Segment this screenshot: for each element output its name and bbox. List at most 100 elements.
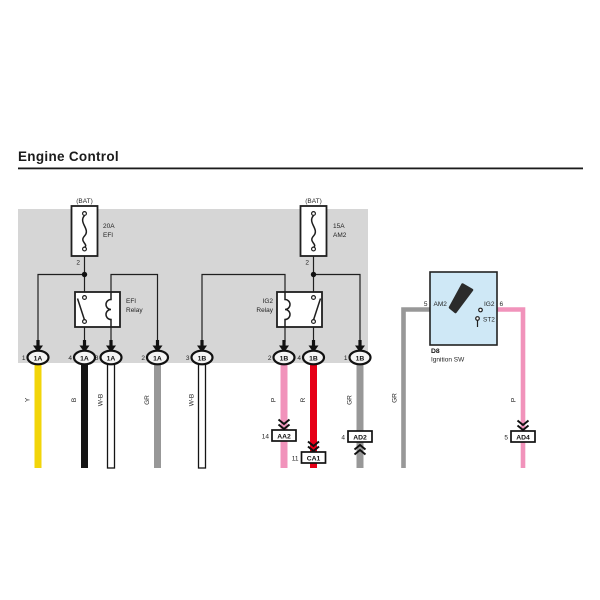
chevron-down-icon [307,440,320,448]
ignition-key-icon [448,283,474,314]
connector-pin: 4 [68,355,72,362]
inline-connector-pin: 5 [504,435,508,442]
relay-ig2-switch-top-contact [311,295,317,301]
relay-efi-name: EFI [126,298,136,305]
relay-ig2-switch-bottom-contact [311,319,317,325]
wire-gr-1 [154,364,161,468]
inline-connector-code: CA1 [307,456,321,463]
fuse-efi: (BAT) 20A EFI 2 [70,198,115,267]
inline-connector-aa2: AA2 14 [262,418,297,442]
ignition-wires [401,307,526,468]
connector-pin: 4 [297,355,301,362]
fuse-am2-top-contact [311,211,317,217]
connector-oval [72,349,97,366]
relay-efi-box [74,291,121,328]
wire-b [81,364,88,468]
fuse-efi-terminal: 2 [76,260,80,267]
arrow-down-icon [279,345,289,353]
ignition-st2-label: ST2 [483,317,495,324]
ignition-ig2-label: IG2 [484,301,495,308]
connector-oval [272,349,296,366]
relay-ig2-switch-blade [312,298,322,321]
wire-label-p1: P [271,398,278,402]
fuse-efi-bottom-contact [81,246,87,252]
fuse-efi-top-contact [81,211,87,217]
relay-ig2-name: IG2 [263,298,274,305]
connector-code: 1B [280,355,289,362]
connector-code: 1B [309,355,318,362]
wire-label-wb1: W-B [98,394,105,407]
wire-gr-ignition [401,307,431,468]
wire-labels: Y B W-B GR W-B P R GR GR P [25,393,518,406]
chevron-down-icon [307,445,320,453]
fuse-am2-location-label: (BAT) [305,198,322,205]
inline-connector-box [347,430,373,443]
relay-connector-row: 1A 1 1A 4 1A 3 1A 2 [22,340,372,366]
chevron-down-icon [516,419,530,427]
fuse-am2-rating: 15A [333,223,345,230]
chevron-down-icon [516,424,530,432]
inline-connector-box [300,451,327,464]
connector-pin: 1 [22,355,26,362]
arrow-down-icon [106,345,116,353]
relay-efi-name2: Relay [126,307,143,314]
connector-1b-pin3: 1B 3 [186,340,214,366]
connector-code: 1A [80,355,89,362]
ignition-pin6: 6 [500,301,504,308]
relay-ig2-name2: Relay [256,307,273,314]
connector-code: 1B [356,355,365,362]
connector-pin: 1 [344,355,348,362]
connector-code: 1A [153,355,162,362]
wire-wb-2 [197,363,207,469]
wire-label-gr-ign: GR [392,393,399,403]
fuse-am2-element-icon [310,215,317,249]
inline-connector-box [271,429,297,442]
arrow-down-icon [33,345,43,353]
arrow-down-icon [197,345,207,353]
title-underline [18,167,583,170]
fuse-efi-location-label: (BAT) [76,198,93,205]
inline-connector-pin: 11 [292,456,299,463]
ignition-name: Ignition SW [431,357,465,364]
arrow-stem [358,340,362,347]
arrow-stem [282,340,286,347]
wire-label-wb2: W-B [189,394,196,407]
wire-y [34,364,42,468]
connector-1b-pin4: 1B 4 [297,340,326,366]
connector-1a-pin2: 1A 2 [141,340,170,366]
relay-efi-switch-blade [76,298,86,321]
arrow-stem [200,340,204,347]
fuse-efi-rating: 20A [103,223,115,230]
arrow-down-icon [308,345,319,353]
wire-wb-1 [106,363,116,469]
arrow-down-icon [355,345,365,353]
connector-pin: 2 [268,355,272,362]
fuse-am2-terminal: 2 [305,260,309,267]
inline-connector-code: AD2 [353,435,367,442]
wire-efi-coil-top [110,273,159,342]
arrow-stem [109,340,113,347]
arrow-stem [155,340,160,347]
connector-pin: 3 [95,355,99,362]
connector-pin: 2 [141,355,145,362]
fuse-efi-element-icon [81,215,88,249]
ignition-code: D8 [431,348,440,355]
wire-label-p-ign: P [511,398,518,402]
fuse-am2-bottom-contact [311,246,317,252]
inline-connector-pin: 4 [341,435,345,442]
panel-wiring [37,256,361,342]
connector-1b-pin1: 1B 1 [344,340,372,366]
arrow-stem [36,340,40,347]
junction-dot-am2 [310,271,317,278]
inline-connector-ca1: CA1 11 [292,440,327,464]
arrow-down-icon [152,345,163,353]
inline-connector-code: AD4 [516,435,530,442]
chevron-up-icon [353,443,367,451]
wire-p-ignition [496,307,526,468]
ignition-ig2-contact [478,307,483,313]
connector-oval [145,349,170,366]
wire-label-y: Y [25,397,32,402]
inline-connector-box [510,430,536,443]
